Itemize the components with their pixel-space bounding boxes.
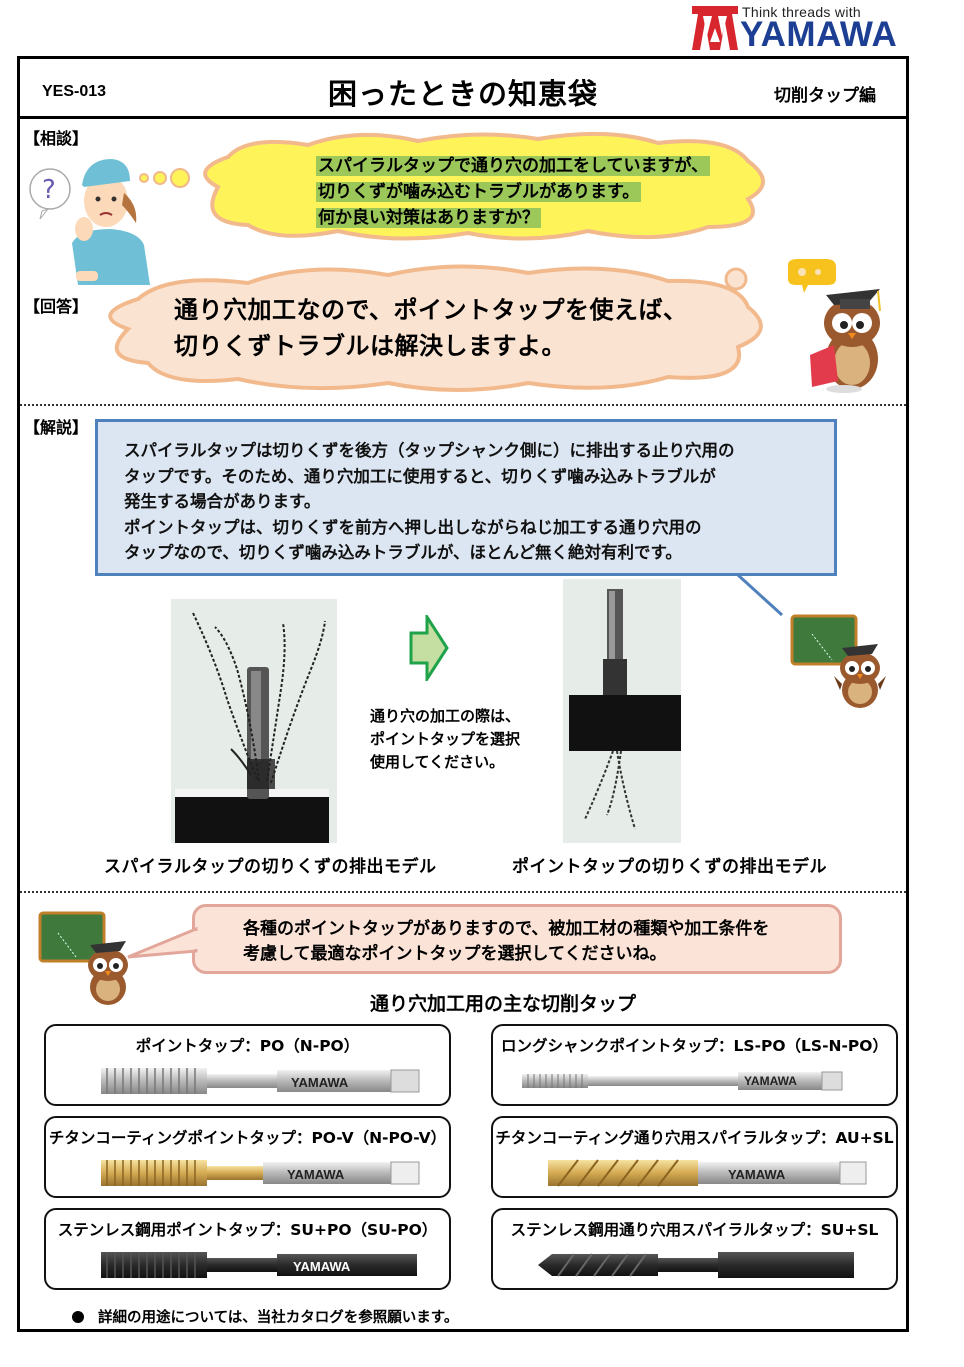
footnote-text: 詳細の用途については、当社カタログを参照願います。 <box>98 1310 459 1326</box>
document-id: YES-013 <box>42 83 107 100</box>
comparison-note-line: ポイントタップを選択 <box>370 730 521 748</box>
svg-text:YAMAWA: YAMAWA <box>287 1167 345 1182</box>
owl-teacher-icon <box>790 614 886 708</box>
tap-card: ポイントタップ：PO（N-PO） YAMAWA <box>44 1024 451 1106</box>
thought-dots-icon <box>139 168 190 188</box>
question-line: スパイラルタップで通り穴の加工をしていますが、 <box>316 156 711 176</box>
tap-card: チタンコーティング通り穴用スパイラルタップ：AU+SL YAMAWA <box>491 1116 898 1198</box>
answer-line: 通り穴加工なので、ポイントタップを使えば、 <box>174 296 688 324</box>
footnote: 詳細の用途については、当社カタログを参照願います。 <box>72 1306 458 1327</box>
tap-card-label: ステンレス鋼用通り穴用スパイラルタップ：SU+SL <box>510 1221 879 1239</box>
explanation-line: 発生する場合があります。 <box>124 492 321 511</box>
explanation-label: 【解説】 <box>24 418 89 437</box>
svg-text:YAMAWA: YAMAWA <box>293 1259 351 1274</box>
tip-speech-bubble: 各種のポイントタップがありますので、被加工材の種類や加工条件を 考慮して最適なポ… <box>192 904 842 974</box>
point-tap-chip-photo <box>563 579 681 843</box>
owl-reading-icon <box>788 259 881 393</box>
explanation-box: スパイラルタップは切りくずを後方（タップシャンク側に）に排出する止り穴用の タッ… <box>95 419 837 576</box>
tip-line: 考慮して最適なポイントタップを選択してくださいね。 <box>243 944 667 964</box>
tap-card-label: ステンレス鋼用ポイントタップ：SU+PO（SU-PO） <box>57 1221 438 1239</box>
svg-text:?: ? <box>42 175 56 205</box>
comparison-note-line: 使用してください。 <box>370 753 505 771</box>
owl-teacher-icon <box>38 911 128 1005</box>
logo-brand: YAMAWA <box>740 15 898 54</box>
tap-card: ロングシャンクポイントタップ：LS-PO（LS-N-PO） YAMAWA <box>491 1024 898 1106</box>
answer-cloud <box>108 264 763 392</box>
page-title: 困ったときの知恵袋 <box>327 77 598 111</box>
point-tap-silver-icon: YAMAWA <box>101 1068 420 1094</box>
tip-line: 各種のポイントタップがありますので、被加工材の種類や加工条件を <box>243 919 770 939</box>
titanium-point-tap-icon: YAMAWA <box>101 1160 420 1186</box>
explanation-line: ポイントタップは、切りくずを前方へ押し出しながらねじ加工する通り穴用の <box>124 517 702 537</box>
explanation-line: タップなので、切りくず噛み込みトラブルが、ほとんど無く絶対有利です。 <box>124 543 682 562</box>
point-caption: ポイントタップの切りくずの排出モデル <box>512 857 827 877</box>
explanation-line: スパイラルタップは切りくずを後方（タップシャンク側に）に排出する止り穴用の <box>124 441 735 460</box>
comparison-note: 通り穴の加工の際は、 ポイントタップを選択 使用してください。 <box>370 705 520 774</box>
tap-card: チタンコーティングポイントタップ：PO-V（N-PO-V） YAMAWA <box>44 1116 451 1198</box>
titanium-spiral-tap-icon: YAMAWA <box>548 1159 867 1187</box>
tap-card-label: ロングシャンクポイントタップ：LS-PO（LS-N-PO） <box>501 1037 888 1055</box>
callout-pointer-line <box>736 573 784 617</box>
spiral-tap-chip-photo <box>171 599 337 843</box>
tap-list-title: 通り穴加工用の主な切削タップ <box>369 993 636 1015</box>
yamawa-logo: Think threads with YAMAWA <box>692 4 902 54</box>
document-category: 切削タップ編 <box>774 86 876 106</box>
spiral-caption: スパイラルタップの切りくずの排出モデル <box>104 857 437 877</box>
section-divider <box>20 404 906 406</box>
question-text: スパイラルタップで通り穴の加工をしていますが、 切りくずが噛み込むトラブルがあり… <box>316 153 711 231</box>
explanation-line: タップです。そのため、通り穴加工に使用すると、切りくず噛み込みトラブルが <box>124 466 716 486</box>
tap-card-label: チタンコーティングポイントタップ：PO-V（N-PO-V） <box>48 1129 447 1147</box>
comparison-note-line: 通り穴の加工の際は、 <box>370 707 521 725</box>
svg-text:YAMAWA: YAMAWA <box>291 1075 349 1090</box>
stainless-point-tap-icon: YAMAWA <box>101 1252 417 1278</box>
tip-bubble-tail <box>127 926 198 959</box>
tap-card: ステンレス鋼用通り穴用スパイラルタップ：SU+SL <box>491 1208 898 1290</box>
answer-label: 【回答】 <box>24 297 89 316</box>
logo-tagline: Think threads with <box>742 4 862 20</box>
bullet-icon <box>72 1311 84 1323</box>
worker-question-icon: ? <box>29 159 150 285</box>
document-frame: YES-013 困ったときの知恵袋 切削タップ編 【相談】 ? スパイラルタップ… <box>17 56 909 1332</box>
svg-text:YAMAWA: YAMAWA <box>728 1167 786 1182</box>
tap-card: ステンレス鋼用ポイントタップ：SU+PO（SU-PO） YAMAWA <box>44 1208 451 1290</box>
tip-text: 各種のポイントタップがありますので、被加工材の種類や加工条件を 考慮して最適なポ… <box>243 917 769 967</box>
stainless-spiral-tap-icon <box>538 1252 854 1278</box>
answer-text: 通り穴加工なので、ポイントタップを使えば、 切りくずトラブルは解決しますよ。 <box>174 292 688 364</box>
document-header: YES-013 困ったときの知恵袋 切削タップ編 <box>20 59 906 119</box>
right-arrow-icon <box>409 615 449 681</box>
question-line: 切りくずが噛み込むトラブルがあります。 <box>316 182 642 202</box>
yamawa-mark-icon <box>692 6 738 50</box>
tap-card-label: チタンコーティング通り穴用スパイラルタップ：AU+SL <box>495 1129 894 1147</box>
answer-line: 切りくずトラブルは解決しますよ。 <box>174 332 566 360</box>
explanation-text: スパイラルタップは切りくずを後方（タップシャンク側に）に排出する止り穴用の タッ… <box>124 438 735 566</box>
long-shank-point-tap-icon: YAMAWA <box>522 1071 843 1091</box>
consultation-label: 【相談】 <box>24 129 89 148</box>
svg-text:YAMAWA: YAMAWA <box>744 1074 797 1088</box>
question-line: 何か良い対策はありますか？ <box>316 208 541 228</box>
tap-card-label: ポイントタップ：PO（N-PO） <box>135 1037 360 1055</box>
section-divider <box>20 891 906 893</box>
